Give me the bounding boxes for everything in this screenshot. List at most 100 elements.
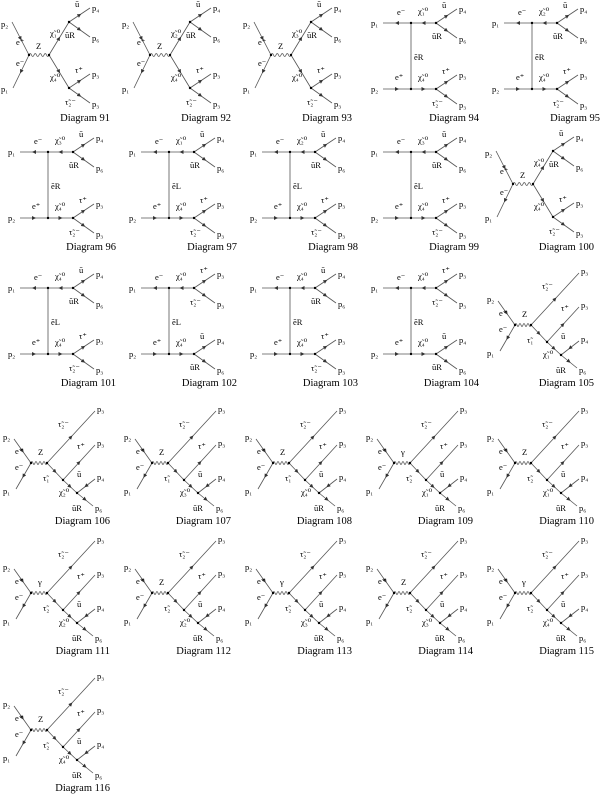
momentum-label-p1: p₁ [250, 147, 257, 157]
vertex [167, 352, 171, 356]
particle-label-tau-plus: τ⁺ [200, 195, 208, 205]
boson-propagator [151, 591, 169, 595]
momentum-label-p5: p₃ [581, 568, 588, 578]
momentum-label-p5: p₃ [576, 198, 583, 208]
momentum-label-p5: p₃ [459, 70, 466, 80]
boson-propagator [28, 53, 50, 57]
particle-label-stau2: τ̃₂⁻ [311, 227, 322, 237]
fermion-line-electron [15, 592, 32, 620]
momentum-label-p2: p₂ [250, 349, 257, 359]
particle-label-positron: e⁺ [153, 201, 161, 211]
diagram-caption: Diagram 101 [61, 378, 116, 389]
momentum-label-p2: p₂ [129, 213, 136, 223]
neutralino-line [62, 479, 78, 494]
momentum-label-p2: p₂ [492, 84, 499, 94]
momentum-label-p2: p₂ [124, 562, 131, 572]
fermion-line-electron [257, 592, 274, 620]
boson-label: Z [522, 309, 527, 319]
momentum-label-p6: p₆ [95, 770, 102, 780]
momentum-label-p6: p₆ [95, 633, 102, 643]
particle-label-ubar: ū [196, 0, 201, 9]
particle-label-electron: e⁻ [15, 729, 23, 739]
stau-propagator [167, 592, 185, 611]
neutralino-label-top: χ̃₄⁰ [417, 271, 429, 281]
vertex [67, 20, 71, 24]
vertex [45, 728, 49, 732]
fermion-line-positron [11, 21, 30, 56]
particle-label-squark-uR: ũR [190, 160, 200, 170]
neutralino-label: χ̃₃⁰ [421, 617, 433, 627]
fermion-line [68, 7, 91, 23]
particle-label-tau-plus: τ⁺ [317, 65, 325, 75]
fermion-line [556, 74, 579, 90]
particle-label-squark-uR: ũR [556, 633, 566, 643]
squark-line [76, 759, 94, 774]
particle-label-squark-uR: ũR [553, 31, 563, 41]
momentum-label-p5: p₃ [217, 199, 224, 209]
particle-label-tau-plus: τ⁺ [79, 331, 87, 341]
momentum-label-p4: p₄ [580, 4, 587, 14]
particle-label-squark-uR: ũR [311, 296, 321, 306]
momentum-label-p3: p₃ [97, 404, 104, 414]
momentum-label-p4: p₄ [581, 334, 588, 344]
fermion-line [189, 7, 212, 23]
particle-label-stau2: τ̃₂⁻ [58, 686, 69, 696]
particle-label-stau2: τ̃₂⁻ [421, 549, 432, 559]
boson-propagator [151, 461, 169, 465]
particle-label-ubar: ū [561, 331, 566, 341]
stau-propagator [530, 462, 548, 481]
particle-label-electron: e⁻ [500, 187, 508, 197]
vertex [513, 591, 517, 595]
momentum-label-p5: p₃ [97, 705, 104, 715]
neutralino-label-top: χ̃₁⁰ [175, 135, 187, 145]
momentum-label-p1: p₁ [129, 147, 136, 157]
squark-line [76, 622, 94, 637]
particle-label-squark-uR: ũR [72, 770, 82, 780]
squark-line [318, 492, 336, 507]
vertex [531, 182, 535, 186]
vertex [409, 286, 413, 290]
vertex [61, 745, 65, 749]
momentum-label-p6: p₆ [579, 503, 586, 513]
boson-label: γ [521, 577, 526, 587]
vertex [530, 21, 534, 25]
selectron-label: ẽR [293, 317, 303, 327]
momentum-label-p6: p₆ [458, 503, 465, 513]
vertex [71, 216, 75, 220]
particle-label-squark-uR: ũR [432, 160, 442, 170]
momentum-label-p1: p₁ [245, 486, 252, 496]
fermion-line [435, 217, 458, 234]
momentum-label-p4: p₄ [334, 3, 341, 13]
momentum-label-p4: p₄ [97, 739, 104, 749]
vertex [409, 87, 413, 91]
momentum-label-p1: p₁ [124, 486, 131, 496]
fermion-line-positron [255, 438, 274, 464]
momentum-label-p5: p₃ [96, 199, 103, 209]
stau-propagator [288, 462, 306, 481]
particle-label-ubar: ū [317, 0, 322, 9]
fermion-line-positron [253, 21, 272, 56]
diagram-caption: Diagram 96 [66, 242, 116, 253]
momentum-label-p6: p₆ [96, 163, 103, 173]
stau-label: τ̃₂ [527, 603, 533, 613]
fermion-line-positron [497, 438, 516, 464]
fermion-line [72, 353, 95, 370]
momentum-label-p2: p₂ [250, 213, 257, 223]
momentum-label-p1: p₁ [371, 283, 378, 293]
momentum-label-p2: p₂ [3, 562, 10, 572]
particle-label-positron: e⁺ [499, 576, 507, 586]
fermion-line-electron [15, 729, 32, 757]
particle-label-ubar: ū [440, 469, 445, 479]
momentum-label-p3: p₃ [97, 534, 104, 544]
vertex [150, 591, 154, 595]
momentum-label-p6: p₆ [338, 163, 345, 173]
stau2-line [409, 540, 459, 594]
momentum-label-p5: p₃ [334, 69, 341, 79]
tau-line [62, 711, 96, 748]
vertex [46, 150, 50, 154]
vertex [408, 461, 412, 465]
vertex [192, 150, 196, 154]
